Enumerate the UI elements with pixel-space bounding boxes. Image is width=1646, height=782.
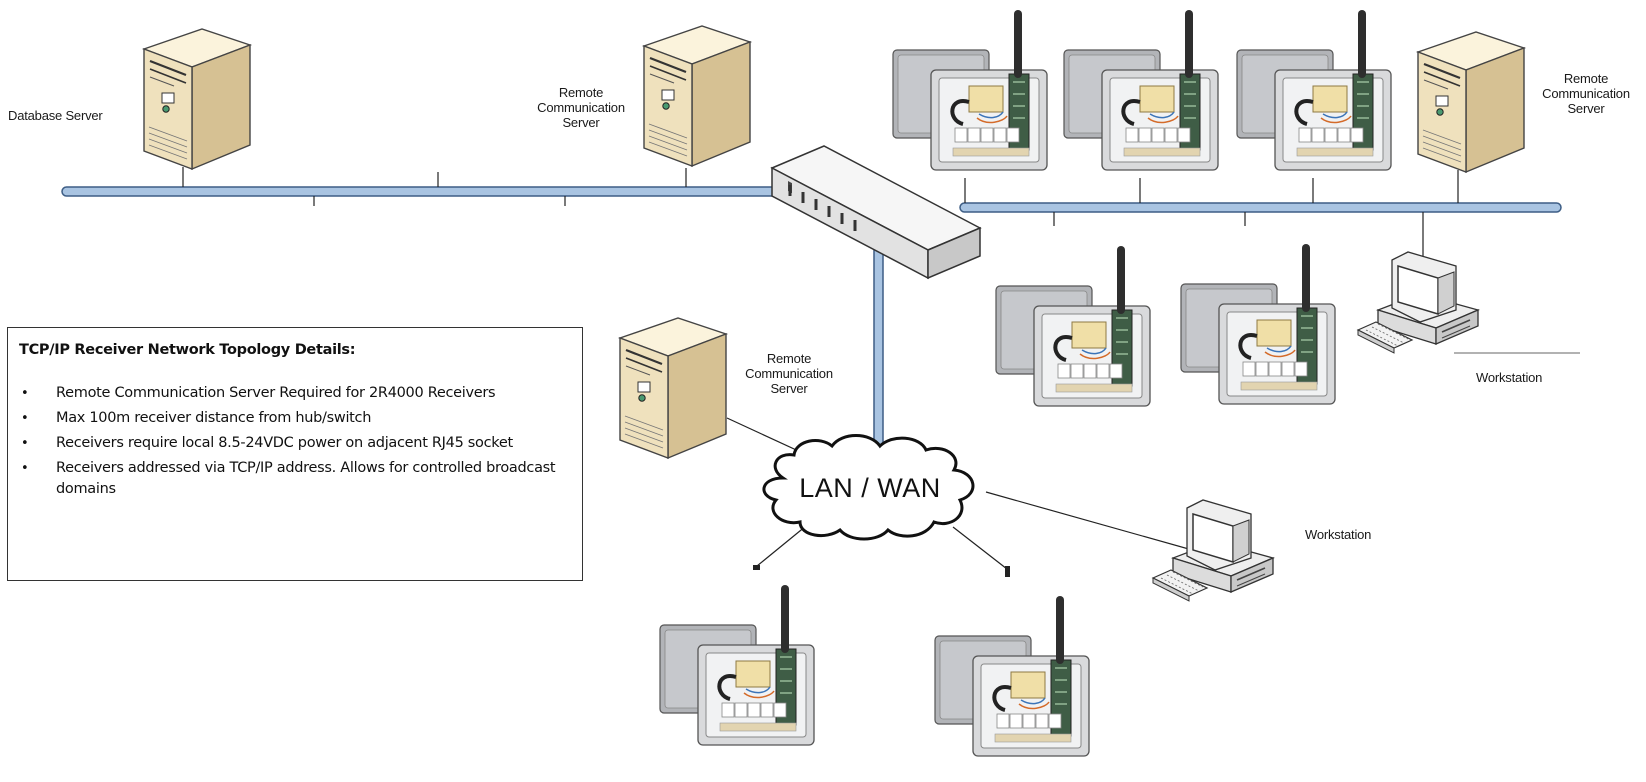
receiver-icon [658,583,816,747]
remote-server-right-label: Remote Communication Server [1542,71,1630,116]
topology-details-box: TCP/IP Receiver Network Topology Details… [7,327,583,581]
details-list: Remote Communication Server Required for… [19,383,569,504]
lan-wan-cloud-icon [762,434,975,541]
receiver-icon [1179,242,1337,406]
remote-server-mid-label: Remote Communication Server [745,351,833,396]
remote-server-right-icon [1416,30,1526,174]
database-server-icon [142,27,252,171]
workstation-lower-label: Workstation [1305,527,1372,542]
network-lines [61,167,1562,577]
database-server-label: Database Server [8,108,103,123]
details-item: Max 100m receiver distance from hub/swit… [19,408,569,429]
network-switch-icon [770,145,982,280]
remote-server-mid-icon [618,316,728,460]
workstation-right-label: Workstation [1476,370,1543,385]
receiver-icon [891,8,1049,172]
left-backbone [61,186,783,197]
receiver-icon [1062,8,1220,172]
lan-wan-label: LAN / WAN [799,473,941,503]
details-item: Receivers require local 8.5-24VDC power … [19,433,569,454]
remote-server-top-label: Remote Communication Server [537,85,625,130]
details-item: Receivers addressed via TCP/IP address. … [19,458,569,500]
workstation-right-icon [1357,251,1479,354]
remote-server-top-icon [642,24,752,168]
details-item: Remote Communication Server Required for… [19,383,569,404]
switch-to-cloud-link [873,235,884,459]
receiver-icon [1235,8,1393,172]
workstation-lower-icon [1152,499,1274,602]
details-title: TCP/IP Receiver Network Topology Details… [19,342,356,358]
receiver-icon [994,244,1152,408]
receiver-icon [933,594,1091,758]
right-backbone [959,202,1562,213]
